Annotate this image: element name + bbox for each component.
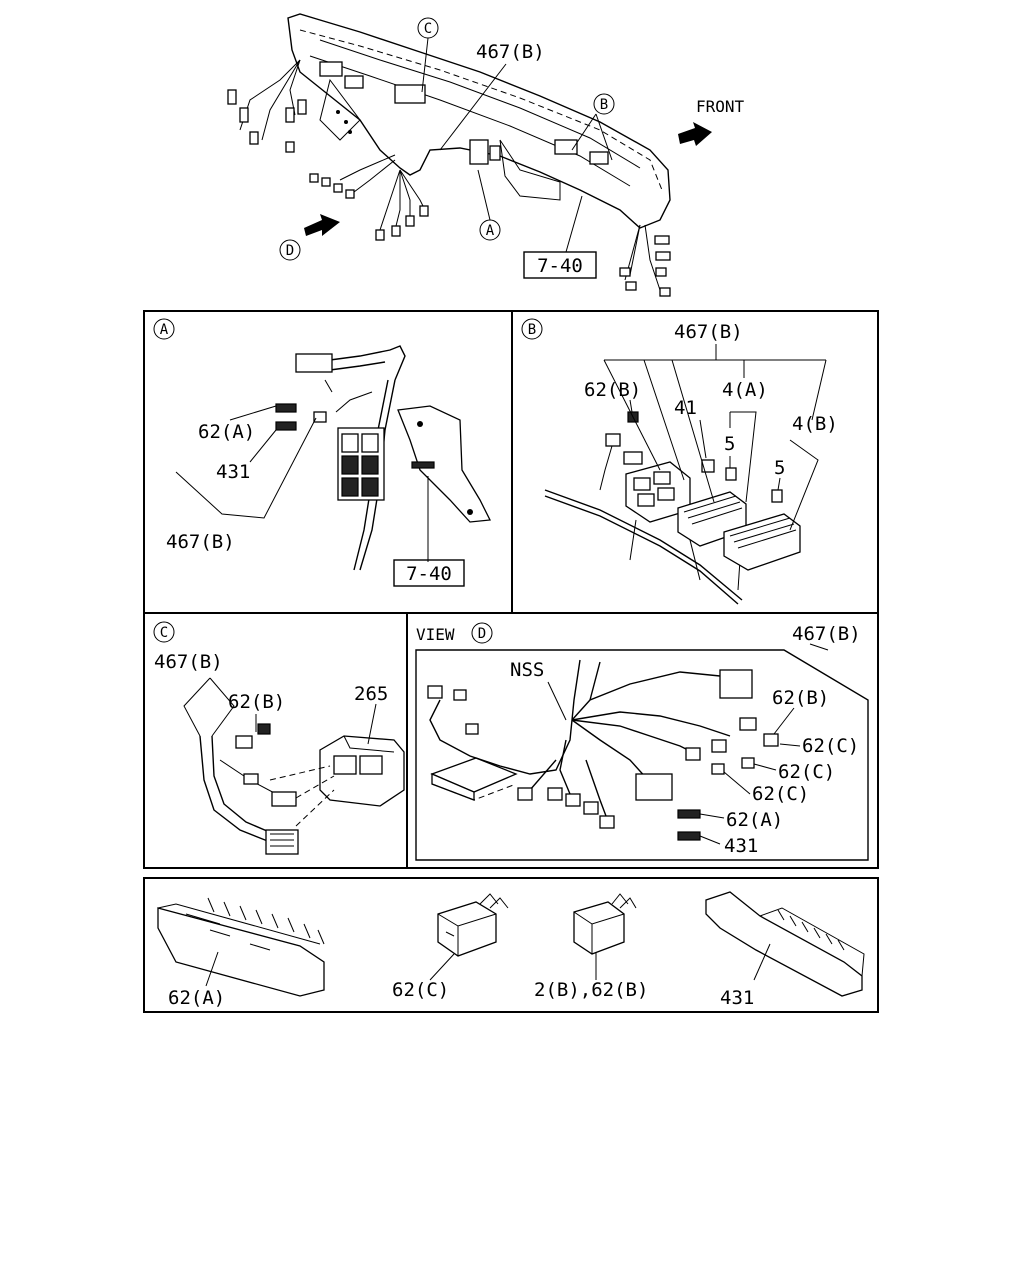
legend-label-62c: 62(C) (392, 979, 449, 1001)
panel-a-label-431: 431 (216, 461, 250, 483)
svg-text:D: D (478, 626, 486, 642)
legend-frame (143, 877, 879, 1013)
panel-d-label-62c-1: 62(C) (802, 735, 859, 757)
panel-d-main-connector (719, 669, 753, 699)
panel-a-ref-box (393, 559, 465, 587)
panel-c-label-62b: 62(B) (228, 691, 285, 713)
svg-text:C: C (160, 625, 168, 641)
panel-d-label-467b: 467(B) (792, 623, 861, 645)
front-arrow-icon (678, 122, 712, 146)
panel-b-label-4b: 4(B) (792, 413, 838, 435)
panel-c-label-467b: 467(B) (154, 651, 223, 673)
panel-d-nss-module (431, 783, 517, 801)
overview-ref-740-box: 7-40 (523, 251, 597, 279)
overview-ref-467b: 467(B) (476, 41, 545, 63)
legend-item-431: 431 (705, 891, 865, 1009)
panel-d: VIEW D (415, 622, 869, 861)
overview-callout-a: A (479, 219, 501, 241)
panel-c-label-265: 265 (354, 683, 388, 705)
legend-item-2b-62b: 2(B),62(B) (534, 893, 648, 1001)
panel-d-431-part (677, 831, 701, 841)
panel-d-62a-part (677, 809, 701, 819)
panel-a-label-740: 7-40 (406, 563, 452, 585)
panel-d-label-62c-3: 62(C) (752, 783, 809, 805)
panel-b-label-4a: 4(A) (722, 379, 768, 401)
panel-d-block-connector (635, 773, 673, 801)
panel-a-label-62a: 62(A) (198, 421, 255, 443)
panel-b-label-5a: 5 (724, 433, 735, 455)
panel-b: B (521, 318, 838, 605)
panel-a-callout: A (153, 318, 175, 340)
panel-d-label-431: 431 (724, 835, 758, 857)
legend-item-62c: 62(C) (392, 893, 509, 1001)
panel-a-62a-part (275, 403, 297, 413)
svg-text:D: D (286, 243, 294, 259)
panel-b-label-467b: 467(B) (674, 321, 743, 343)
panel-b-fuse-41 (701, 459, 715, 473)
panel-b-label-5b: 5 (774, 457, 785, 479)
svg-text:7-40: 7-40 (537, 255, 583, 277)
panel-a-connector (295, 353, 333, 373)
overview-callout-b: B (593, 93, 615, 115)
legend-label-2b-62b: 2(B),62(B) (534, 979, 648, 1001)
panel-d-view-word: VIEW (416, 625, 455, 644)
svg-text:B: B (600, 97, 608, 113)
panel-b-callout: B (521, 318, 543, 340)
panel-b-label-41: 41 (674, 397, 697, 419)
panel-d-inner-frame (415, 649, 869, 861)
panel-d-label-62c-2: 62(C) (778, 761, 835, 783)
legend-item-62a: 62(A) (157, 897, 325, 1009)
legend-label-431: 431 (720, 987, 754, 1009)
panel-b-fuse-5b (771, 489, 783, 503)
panel-b-fuse-5a (725, 467, 737, 481)
panel-d-label-nss: NSS (510, 659, 544, 681)
panel-a-431-part (275, 421, 297, 431)
legend-label-62a: 62(A) (168, 987, 225, 1009)
panel-c-callout: C (153, 621, 175, 643)
overview-harness-drawing (227, 13, 712, 297)
panel-d-callout: D (471, 622, 493, 644)
svg-text:B: B (528, 322, 536, 338)
svg-text:A: A (160, 322, 169, 338)
view-d-arrow-icon (304, 214, 340, 236)
panel-a: A 62(A) 431 467(B) 7-40 (153, 318, 492, 587)
panel-d-label-62a: 62(A) (726, 809, 783, 831)
panel-d-label-62b: 62(B) (772, 687, 829, 709)
panel-c: C 467(B) 62(B) 265 (153, 621, 405, 855)
detail-frame-middle (143, 612, 879, 869)
panel-a-bracket (397, 405, 492, 523)
panel-b-label-62b: 62(B) (584, 379, 641, 401)
panel-a-label-467b: 467(B) (166, 531, 235, 553)
overview-callout-d: D (279, 239, 301, 261)
overview-callout-c: C (417, 17, 439, 39)
svg-text:C: C (424, 21, 432, 37)
svg-text:A: A (486, 223, 495, 239)
front-label: FRONT (696, 97, 745, 116)
